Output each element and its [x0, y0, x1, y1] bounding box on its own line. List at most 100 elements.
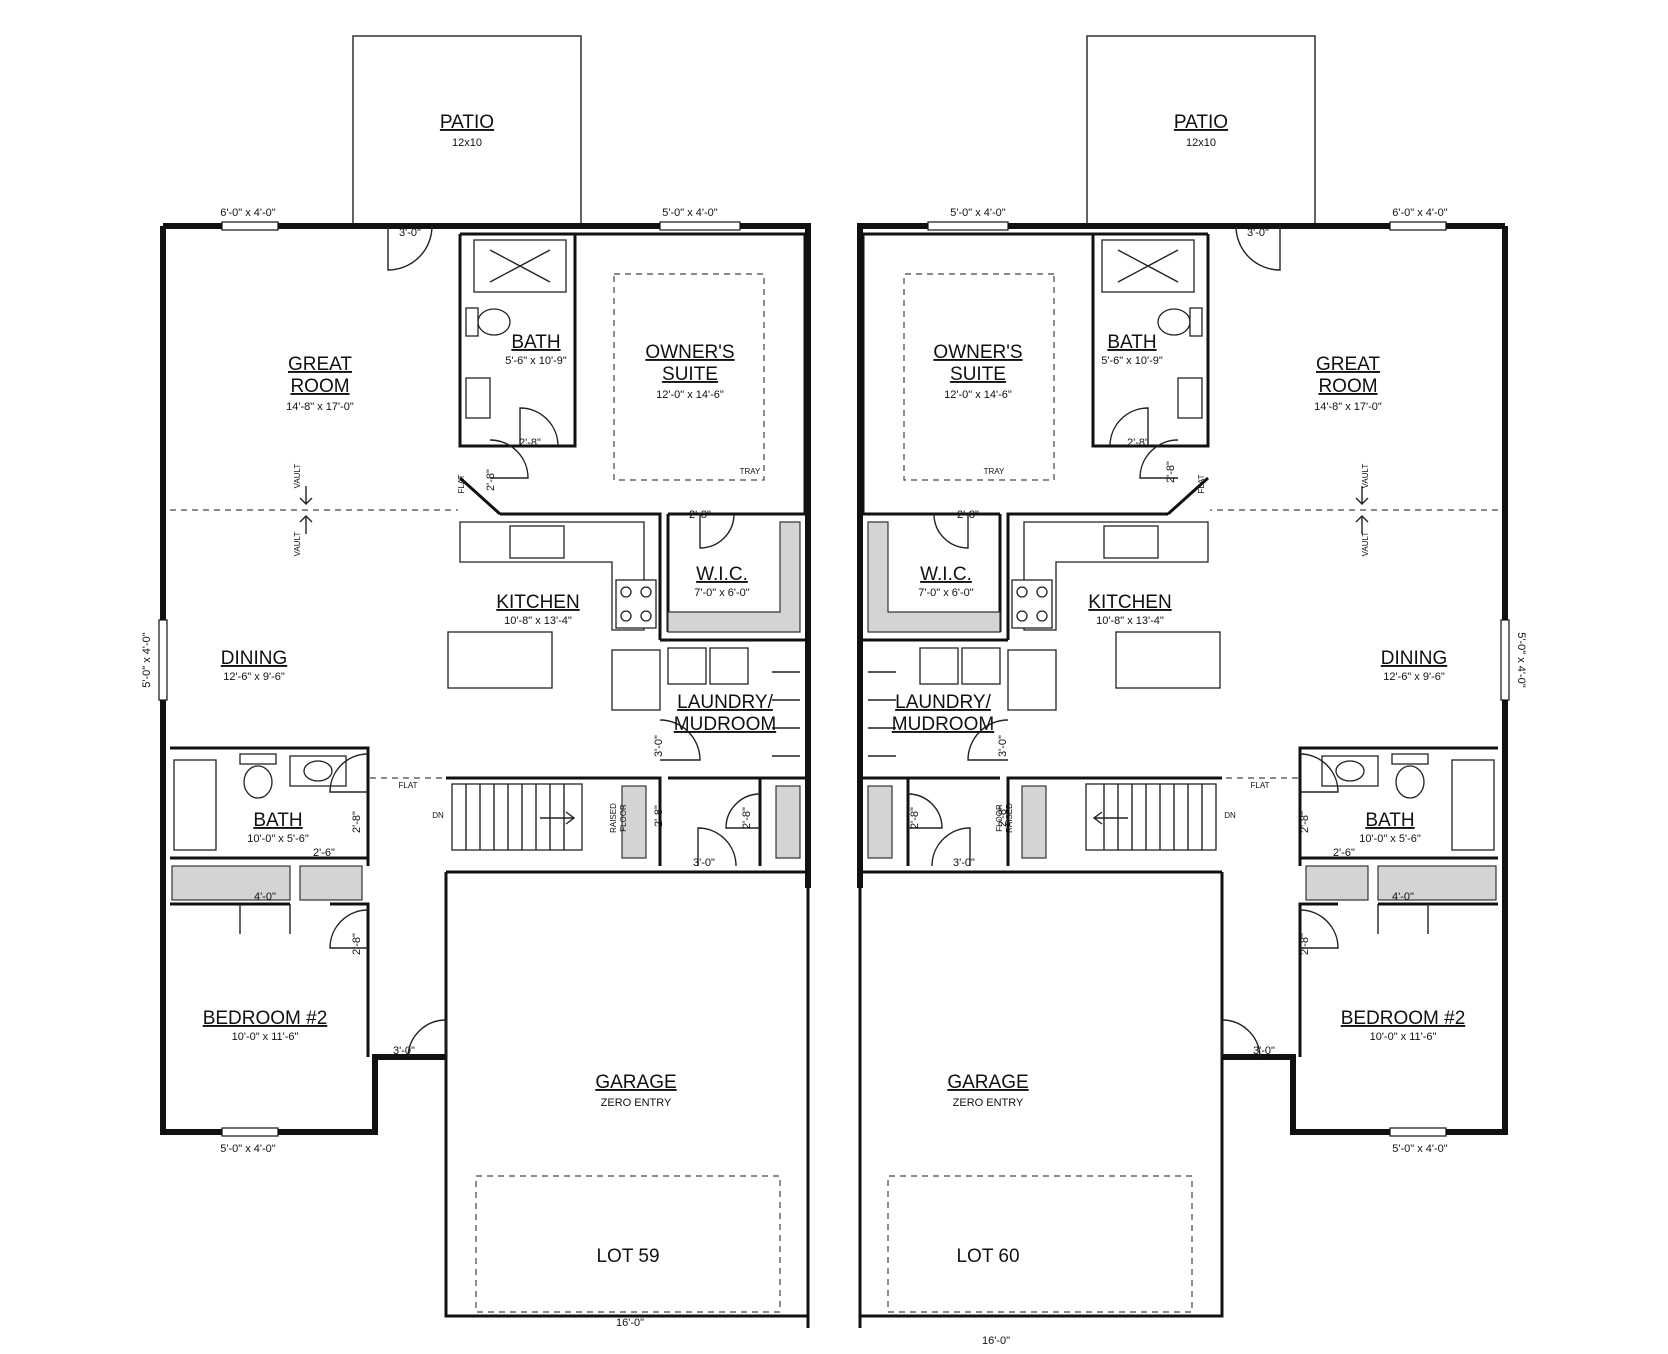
exterior-wall: [1222, 226, 1508, 1135]
bath2-size: 10'-0" x 5'-6": [247, 833, 309, 845]
door-swing: [407, 1019, 447, 1058]
raised-floor: [1021, 785, 1047, 859]
garage-wall: [860, 870, 1224, 1318]
linen-shelf: [1305, 865, 1369, 901]
tray-note: TRAY: [984, 467, 1005, 476]
exterior-wall: [163, 223, 811, 888]
door-swing: [489, 439, 529, 479]
washer: [667, 647, 707, 685]
window: [927, 221, 1009, 231]
kitchen-island: [447, 631, 553, 689]
door-dim: 2'-8": [1165, 461, 1177, 483]
mudroom-bench: [772, 671, 800, 757]
bath-size: 5'-6" x 10'-9": [1101, 355, 1163, 367]
laundry-label: LAUNDRY/: [677, 692, 773, 713]
door-dim: 3'-0": [953, 857, 975, 869]
sink-bowl: [303, 760, 333, 782]
range: [615, 579, 657, 629]
dryer: [709, 647, 749, 685]
toilet-tank: [1391, 753, 1429, 765]
door-dim: 2'-8": [485, 469, 497, 491]
great-room-size: 14'-8" x 17'-0": [286, 401, 354, 413]
door-swing: [931, 827, 971, 867]
burner: [1036, 586, 1048, 598]
door-swing: [519, 407, 559, 447]
wic-label: W.I.C.: [920, 564, 972, 585]
owners-suite-size: 12'-0" x 14'-6": [944, 389, 1012, 401]
vault-note: VAULT: [1361, 532, 1370, 557]
door-swing: [1299, 753, 1339, 793]
door-swing: [699, 513, 735, 549]
door-swing: [659, 719, 701, 761]
tray-ceiling: [903, 273, 1055, 481]
stair-arrow: [1092, 811, 1128, 825]
door-dim: 4'-0": [1392, 891, 1414, 903]
great-room-label: GREAT: [288, 354, 352, 375]
flat-note: FLAT: [1251, 781, 1270, 790]
door-swing: [725, 793, 761, 829]
kitchen-sink: [1103, 525, 1159, 559]
door-swing: [933, 513, 969, 549]
raised-floor-label: RAISED: [609, 803, 618, 833]
wic-label: W.I.C.: [696, 564, 748, 585]
burner: [640, 586, 652, 598]
interior-wall: [1298, 746, 1498, 866]
door-dim: 2'-8": [689, 509, 711, 521]
door-swing: [1221, 1019, 1261, 1058]
kitchen-size: 10'-8" x 13'-4": [504, 615, 572, 627]
flat-note: FLAT: [1197, 474, 1206, 493]
shelf: [867, 785, 893, 859]
door-swing: [329, 753, 369, 793]
great-room-label: ROOM: [290, 376, 349, 397]
toilet: [1157, 308, 1191, 336]
raised-floor-label: FLOOR: [619, 804, 628, 832]
great-room-label: GREAT: [1316, 354, 1380, 375]
door-swing: [1299, 909, 1339, 949]
wic-shelf: [667, 521, 801, 633]
interior-wall: [460, 232, 807, 514]
bedroom2-size: 10'-0" x 11'-6": [232, 1031, 299, 1043]
stair-treads: [1103, 784, 1203, 850]
mudroom-bench: [868, 671, 896, 757]
interior-wall: [1091, 234, 1210, 448]
window-dim: 6'-0" x 4'-0": [1392, 207, 1448, 219]
window-dim: 5'-0" x 4'-0": [1392, 1143, 1448, 1155]
interior-wall: [458, 476, 502, 516]
great-room-label: ROOM: [1318, 376, 1377, 397]
refrigerator: [1007, 649, 1057, 711]
window: [221, 221, 279, 231]
bath-size: 5'-6" x 10'-9": [505, 355, 567, 367]
bath-label: BATH: [511, 332, 560, 353]
vanity-sink: [1177, 377, 1203, 419]
wic-size: 7'-0" x 6'-0": [918, 587, 974, 599]
door-dim: 3'-0": [1253, 1045, 1275, 1057]
lot-label: LOT 59: [596, 1246, 659, 1267]
door-dim: 3'-0": [1247, 227, 1269, 239]
door-dim: 3'-0": [997, 735, 1009, 757]
range: [1011, 579, 1053, 629]
interior-wall: [1166, 476, 1210, 516]
dining-label: DINING: [221, 648, 288, 669]
owners-suite-label: OWNER'S: [645, 342, 734, 363]
window-dim: 5'-0" x 4'-0": [220, 1143, 276, 1155]
stair-arrow: [540, 811, 576, 825]
bath2-label: BATH: [1365, 810, 1414, 831]
patio-label: PATIO: [1174, 112, 1228, 133]
vault-note: VAULT: [293, 532, 302, 557]
interior-wall: [1298, 902, 1498, 1057]
vault-note: VAULT: [293, 464, 302, 489]
tray-note: TRAY: [740, 467, 761, 476]
dn-note: DN: [432, 811, 444, 820]
door-dim: 2'-8": [997, 805, 1009, 827]
door-dim: 4'-0": [254, 891, 276, 903]
door-dim: 2'-8": [519, 437, 541, 449]
garage-sub: ZERO ENTRY: [953, 1097, 1024, 1109]
door-dim: 2'-8": [351, 933, 363, 955]
door-dim: 3'-0": [653, 735, 665, 757]
door-dim: 2'-8": [351, 811, 363, 833]
toilet: [1395, 765, 1425, 799]
window-dim: 5'-0" x 4'-0": [950, 207, 1006, 219]
door-dim: 2'-6": [313, 847, 335, 859]
door-swing: [1109, 407, 1149, 447]
